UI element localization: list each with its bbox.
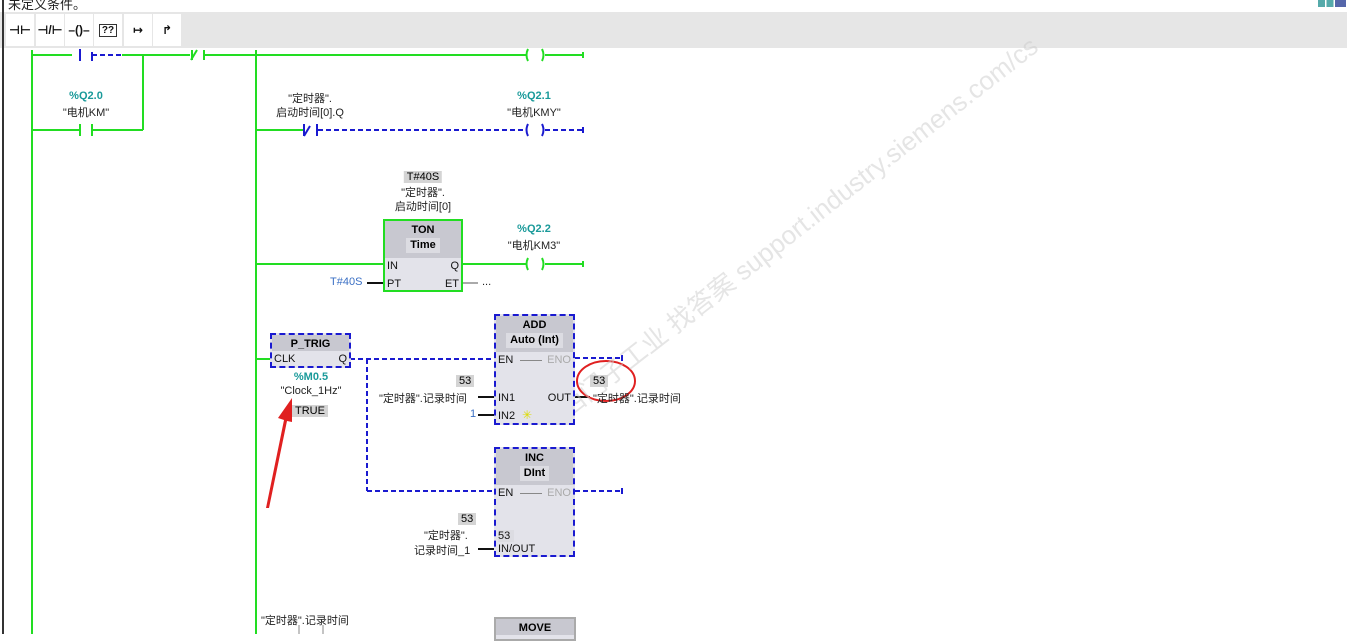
ton-q-pin: Q (450, 260, 459, 272)
ton-et-value[interactable]: ... (482, 276, 492, 288)
inc-inout-box-value: 53 (498, 530, 515, 542)
ptrig-clk-pin: CLK (274, 353, 296, 365)
editor-border (2, 0, 4, 634)
add-in1-value: 53 (456, 375, 475, 387)
kmy-address: %Q2.1 (517, 90, 551, 102)
rung3-contact-tag[interactable]: "定时器".记录时间 (261, 615, 349, 627)
km3-address: %Q2.2 (517, 223, 551, 235)
add-input-star-icon[interactable]: ✳ (522, 408, 533, 422)
inc-type: DInt (519, 466, 550, 481)
timer-q-label-2: 启动时间[0].Q (276, 107, 344, 119)
inc-block[interactable]: INC DInt EN ENO 53 IN/OUT (494, 447, 575, 557)
add-eno-pin: ENO (547, 354, 571, 366)
add-in1-tag[interactable]: "定时器".记录时间 (379, 393, 467, 405)
move-title: MOVE (496, 619, 574, 635)
add-title: ADD (522, 319, 547, 331)
ton-preset-value: T#40S (403, 171, 443, 183)
close-branch-icon[interactable]: ↱ (153, 14, 181, 46)
move-block[interactable]: MOVE (494, 617, 576, 641)
add-in2-value[interactable]: 1 (470, 408, 477, 420)
coil-icon[interactable]: –()– (65, 14, 93, 46)
timer-q-label-1: "定时器". (288, 93, 332, 105)
add-out-value: 53 (590, 375, 609, 387)
window-icon (1318, 0, 1346, 7)
ton-instance-2: 启动时间[0] (394, 201, 452, 213)
ptrig-address: %M0.5 (293, 371, 329, 383)
open-branch-icon[interactable]: ↦ (124, 14, 152, 46)
header-title: 未定义条件。 (8, 0, 87, 12)
ton-in-pin: IN (387, 260, 398, 272)
ptrig-title: P_TRIG (272, 335, 349, 351)
watermark: 西门子工业 找答案 support.industry.siemens.com/c… (553, 31, 1044, 423)
add-block[interactable]: ADD Auto (Int) EN ENO IN1 OUT IN2 ✳ (494, 314, 575, 425)
ptrig-block[interactable]: P_TRIG CLK Q (270, 333, 351, 368)
annotation-arrow (266, 398, 292, 508)
inc-tag-2[interactable]: 记录时间_1 (414, 545, 471, 557)
ptrig-tag: "Clock_1Hz" (280, 385, 342, 397)
inc-title: INC (525, 452, 544, 464)
inc-value: 53 (458, 513, 477, 525)
no-contact-icon[interactable]: ⊣⊢ (6, 14, 34, 46)
km3-name: "电机KM3" (507, 240, 561, 252)
add-en-pin: EN (498, 354, 514, 366)
inc-eno-pin: ENO (547, 487, 571, 499)
ton-type: Time (406, 238, 440, 253)
ptrig-state: TRUE (292, 405, 328, 417)
ton-pt-pin: PT (387, 278, 402, 290)
kmy-name: "电机KMY" (507, 107, 561, 119)
add-out-pin: OUT (547, 392, 571, 404)
add-in1-pin: IN1 (498, 392, 516, 404)
ptrig-q-pin: Q (338, 353, 347, 365)
add-type: Auto (Int) (506, 333, 563, 348)
km-name: "电机KM" (62, 107, 110, 119)
inc-tag-1[interactable]: "定时器". (424, 530, 468, 542)
ton-pt-value[interactable]: T#40S (330, 276, 363, 288)
ton-title: TON (411, 224, 435, 236)
ton-et-pin: ET (444, 278, 459, 290)
ladder-toolbar: ⊣⊢ ⊣/⊢ –()– ?? ↦ ↱ (0, 12, 1347, 48)
nc-contact-icon[interactable]: ⊣/⊢ (36, 14, 64, 46)
empty-box-icon[interactable]: ?? (94, 14, 122, 46)
ton-block[interactable]: TON Time IN Q PT ET (383, 219, 463, 292)
annotation-circle (576, 360, 636, 402)
add-in2-pin: IN2 (498, 410, 516, 422)
km-address: %Q2.0 (69, 90, 103, 102)
inc-inout-pin: IN/OUT (498, 543, 536, 555)
inc-en-pin: EN (498, 487, 514, 499)
add-out-tag[interactable]: "定时器".记录时间 (593, 393, 681, 405)
ton-instance-1: "定时器". (401, 187, 445, 199)
